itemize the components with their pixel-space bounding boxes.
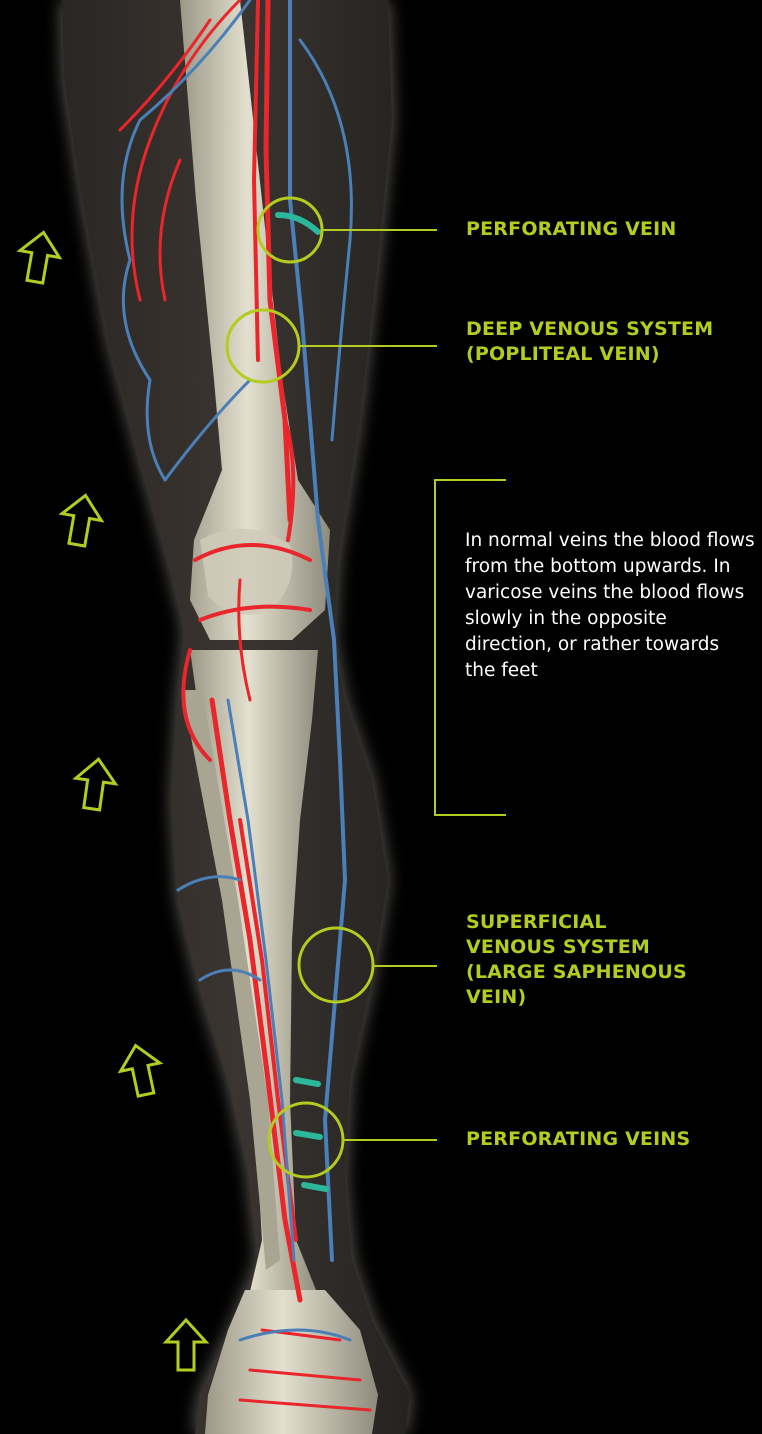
label-perforating-vein: PERFORATING VEIN bbox=[466, 217, 677, 242]
label-deep-venous-system: DEEP VENOUS SYSTEM (POPLITEAL VEIN) bbox=[466, 317, 713, 367]
label-superficial-line1: SUPERFICIAL bbox=[466, 910, 687, 935]
label-superficial-line3: (LARGE SAPHENOUS bbox=[466, 960, 687, 985]
label-superficial-line4: VEIN) bbox=[466, 985, 687, 1010]
up-arrow-icon bbox=[72, 756, 119, 811]
label-deep-venous-line1: DEEP VENOUS SYSTEM bbox=[466, 317, 713, 342]
up-arrow-icon bbox=[57, 492, 105, 548]
label-perforating-veins-text: PERFORATING VEINS bbox=[466, 1127, 690, 1152]
label-perforating-veins: PERFORATING VEINS bbox=[466, 1127, 690, 1152]
label-perforating-vein-text: PERFORATING VEIN bbox=[466, 217, 677, 242]
description-text: In normal veins the blood flows from the… bbox=[465, 528, 755, 684]
up-arrow-icon bbox=[15, 229, 63, 285]
label-superficial-line2: VENOUS SYSTEM bbox=[466, 935, 687, 960]
label-deep-venous-line2: (POPLITEAL VEIN) bbox=[466, 342, 713, 367]
up-arrow-icon bbox=[166, 1320, 206, 1370]
up-arrow-icon bbox=[116, 1041, 166, 1098]
label-superficial-venous-system: SUPERFICIAL VENOUS SYSTEM (LARGE SAPHENO… bbox=[466, 910, 687, 1010]
